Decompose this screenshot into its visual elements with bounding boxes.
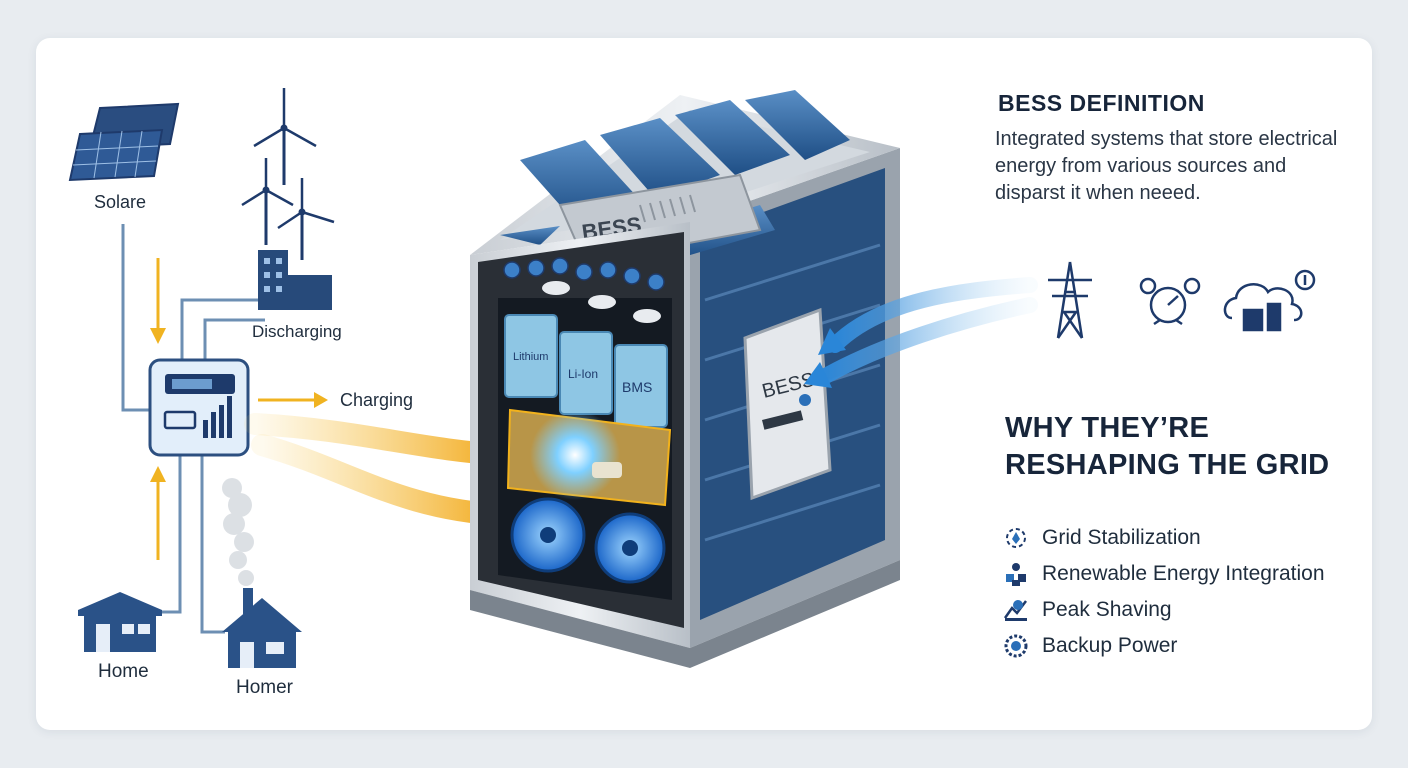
why-heading: WHY THEY’RE RESHAPING THE GRID [1005, 410, 1329, 484]
definition-text: Integrated systems that store electrical… [995, 128, 1338, 204]
why-heading-line1: WHY THEY’RE [1005, 412, 1210, 444]
benefit-label: Backup Power [1042, 634, 1178, 657]
renewable-icon [1006, 563, 1026, 586]
benefit-label: Renewable Energy Integration [1042, 562, 1325, 585]
grid-flow-arrow [827, 277, 1038, 353]
power-plant-icon [258, 250, 332, 310]
cooling-fan-icon [510, 497, 666, 584]
cell-label-3: BMS [622, 379, 652, 395]
smoke-icon [222, 478, 254, 586]
battery-cells: Lithium Li-Ion BMS [504, 314, 668, 428]
controller-box-icon [148, 358, 250, 457]
wind-turbine-icon [241, 88, 335, 260]
benefits-list: Grid Stabilization Renewable Energy Inte… [1002, 520, 1325, 664]
stabilization-icon [1006, 528, 1026, 548]
side-control-panel: BESS [743, 307, 832, 501]
home-icon [78, 592, 162, 652]
benefit-label: Grid Stabilization [1042, 526, 1201, 549]
home-label: Home [98, 661, 149, 682]
charging-label: Charging [340, 390, 414, 410]
benefit-label: Peak Shaving [1042, 598, 1172, 621]
backup-power-icon [1004, 634, 1028, 658]
transmission-tower-icon [1048, 261, 1092, 339]
benefit-item: Peak Shaving [1002, 592, 1325, 628]
peak-shaving-icon [1003, 600, 1027, 621]
gauge-cluster-icon [1139, 277, 1201, 326]
solar-panel-icon [68, 102, 180, 182]
home-factory-icon [222, 588, 302, 668]
cell-label-1: Lithium [513, 351, 548, 363]
cloud-factory-icon [1223, 269, 1316, 332]
energy-flow-arrows [156, 258, 318, 560]
definition-heading: BESS DEFINITION [998, 90, 1205, 116]
bess-unit: BESS Lithium Li-Ion BMS [470, 90, 900, 668]
connection-lines [121, 224, 265, 634]
benefit-item: Backup Power [1002, 628, 1325, 664]
discharging-label: Discharging [252, 322, 342, 341]
grid-flow-arrow-2 [814, 297, 1038, 386]
charging-flow-arrow-2 [251, 434, 516, 526]
solar-label: Solare [94, 192, 147, 212]
benefit-item: Renewable Energy Integration [1002, 556, 1325, 592]
why-heading-line2: RESHAPING THE GRID [1005, 449, 1330, 481]
homer-label: Homer [236, 677, 294, 698]
cell-label-2: Li-Ion [568, 367, 598, 381]
benefit-item: Grid Stabilization [1002, 520, 1325, 556]
